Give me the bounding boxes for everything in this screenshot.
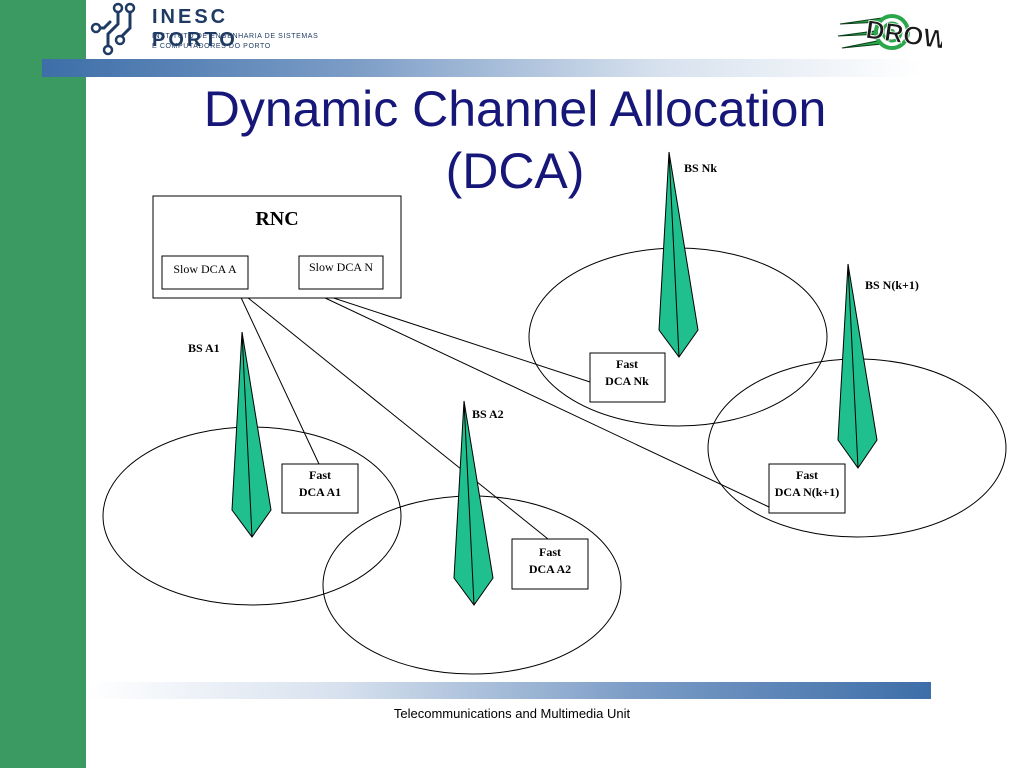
link-slow-n-to-fast-nk [305,288,591,383]
org-subtitle: INSTITUTO DE ENGENHARIA DE SISTEMAS E CO… [152,32,318,52]
left-sidebar-bar [0,0,86,768]
fast-dca-nk-box [589,352,666,403]
drows-antenna-icon [837,14,910,50]
fast-dca-nk1-line2: DCA N(k+1) [775,485,840,499]
bottom-gradient-band [86,682,931,699]
slow-dca-n-box [298,255,384,290]
inesc-circuit-icon [90,2,136,56]
slow-dca-a-label: Slow DCA A [173,262,237,276]
link-slow-n-to-fast-nk1 [305,288,770,508]
link-slow-a-to-fast-a1 [236,288,320,465]
bs-nk-label: BS Nk [684,161,717,175]
fast-dca-a2-line1: Fast [539,545,561,559]
slide-title-line1: Dynamic Channel Allocation [203,81,827,137]
slow-dca-n-label: Slow DCA N [309,260,373,274]
fast-dca-nk1-line1: Fast [796,468,818,482]
fast-dca-a1-line2: DCA A1 [299,485,341,499]
org-subtitle-line2: E COMPUTADORES DO PORTO [152,43,271,50]
fast-dca-nk-line2: DCA Nk [605,374,649,388]
footer-text: Telecommunications and Multimedia Unit [393,706,631,721]
bs-a1-label: BS A1 [188,341,220,355]
org-name: INESC PORTO [152,6,238,51]
drows-project-logo: DROWS [837,14,942,58]
antenna-a1-icon [231,331,272,538]
bs-a2-label: BS A2 [472,407,504,421]
org-subtitle-line1: INSTITUTO DE ENGENHARIA DE SISTEMAS [152,33,319,40]
rnc-label: RNC [255,208,298,230]
bs-nk1-label: BS N(k+1) [865,278,919,292]
slide-title: Dynamic Channel Allocation (DCA) [120,78,910,202]
antenna-nk-icon [658,151,699,358]
fast-dca-a2-line2: DCA A2 [529,562,571,576]
fast-dca-nk1-box [768,463,846,514]
slide-title-line2: (DCA) [445,143,585,199]
fast-dca-a1-box [281,463,359,514]
top-gradient-band [42,59,922,77]
fast-dca-nk-line1: Fast [616,357,638,371]
fast-dca-a2-box [511,538,589,590]
antenna-a2-icon [453,400,494,606]
inesc-porto-logo: INESC PORTO INSTITUTO DE ENGENHARIA DE S… [90,2,320,58]
antenna-nk1-icon [837,263,878,469]
slow-dca-a-box [161,255,249,290]
link-slow-a-to-fast-a2 [236,288,549,540]
fast-dca-a1-line1: Fast [309,468,331,482]
